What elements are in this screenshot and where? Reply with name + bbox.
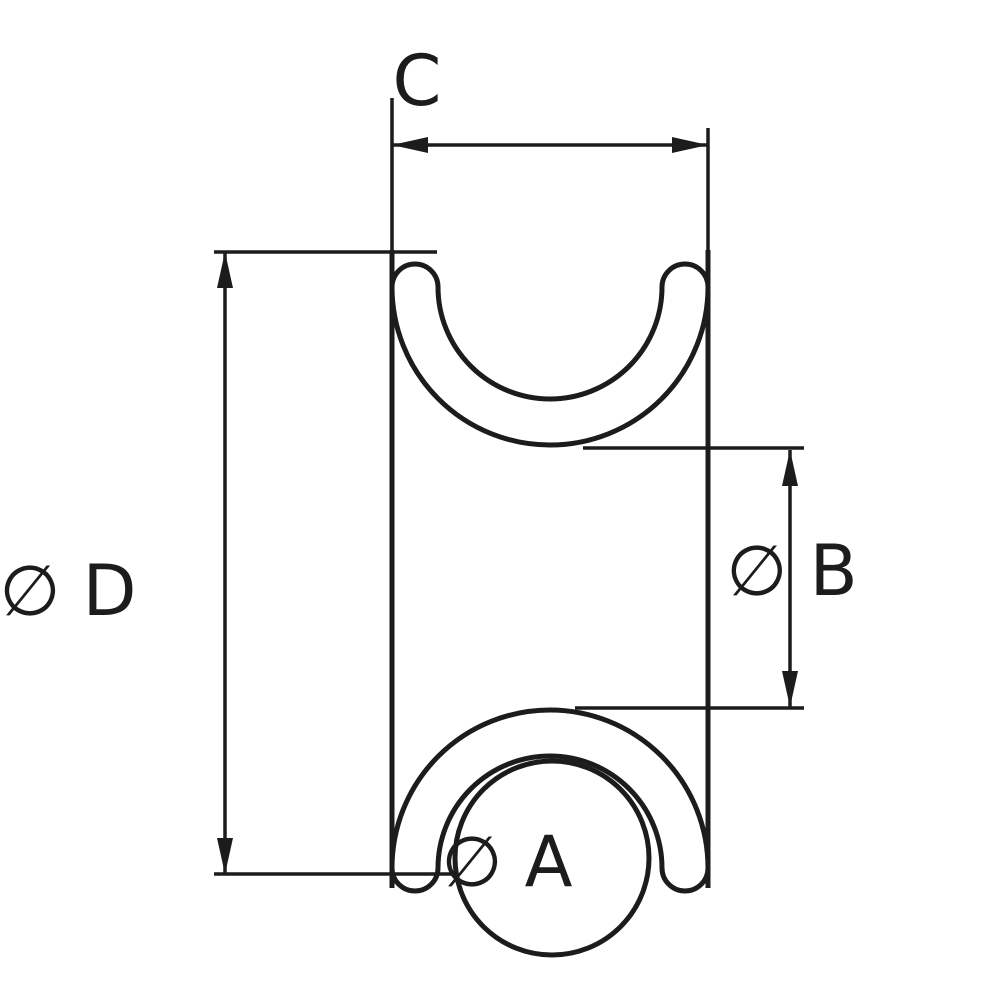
dim-b-arrow-up-icon — [782, 450, 798, 486]
ring-bottom-groove — [389, 707, 711, 894]
dim-d-arrow-down-icon — [217, 838, 233, 874]
dim-c-label: C — [393, 40, 442, 122]
dim-b-label: ∅ B — [726, 530, 857, 612]
dim-c-arrow-right-icon — [672, 137, 708, 153]
dimension-c: C — [390, 40, 710, 252]
dimension-b: ∅ B — [575, 446, 858, 710]
dimension-d: ∅ D — [0, 250, 452, 876]
dim-d-label: ∅ D — [0, 550, 137, 632]
dimension-a: ∅ A — [441, 821, 572, 903]
ring-top-groove — [389, 261, 711, 448]
dim-c-arrow-left-icon — [392, 137, 428, 153]
ring-bore-circle — [452, 758, 652, 958]
dim-b-arrow-down-icon — [782, 671, 798, 707]
dim-a-label: ∅ A — [441, 821, 572, 903]
dim-d-arrow-up-icon — [217, 252, 233, 288]
ring-body — [389, 250, 711, 958]
